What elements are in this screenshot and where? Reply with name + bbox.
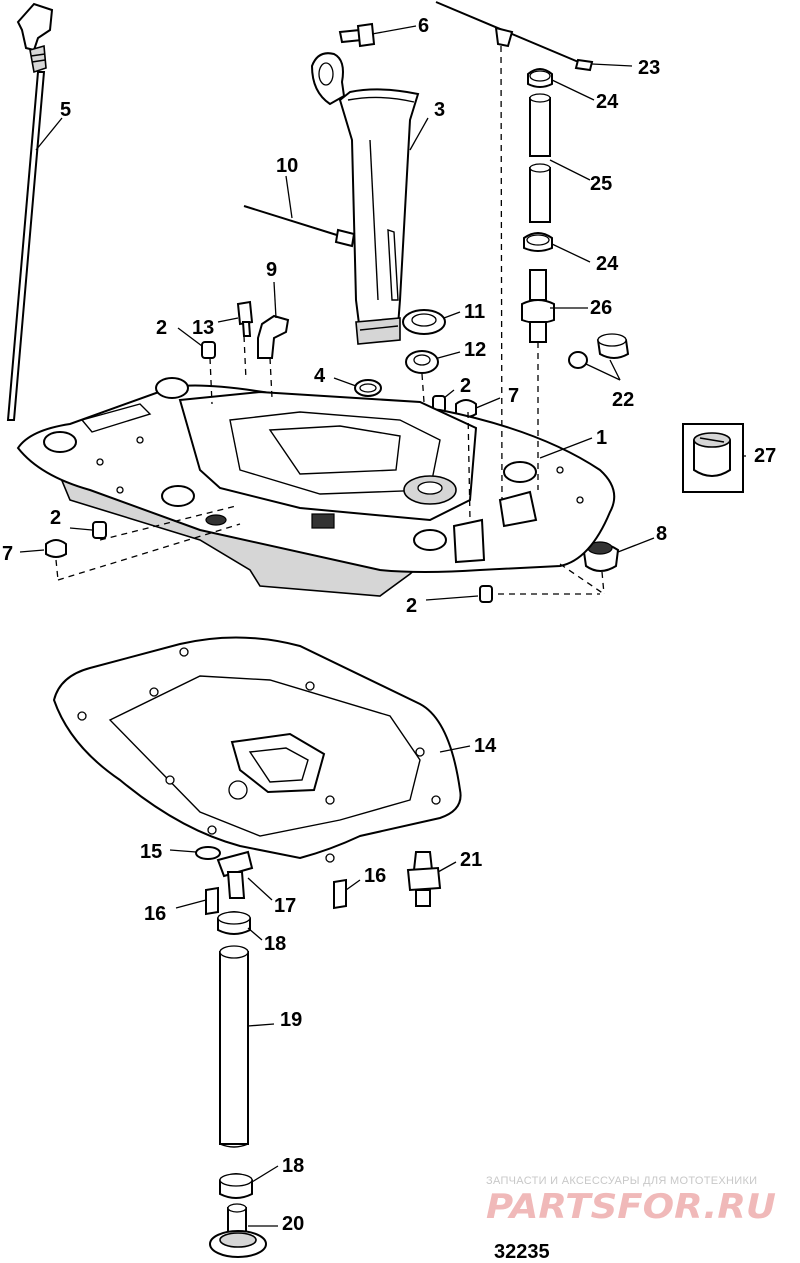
part-hose-upper — [529, 93, 551, 157]
callout-1: 1 — [596, 427, 607, 449]
callout-2: 2 — [460, 375, 471, 397]
figure-number: 32235 — [494, 1241, 550, 1263]
part-27-inset — [682, 423, 744, 493]
watermark-tagline: ЗАПЧАСТИ И АКСЕССУАРЫ ДЛЯ МОТОТЕХНИКИ — [486, 1175, 757, 1187]
callout-6: 6 — [418, 15, 429, 37]
callout-15: 15 — [140, 841, 162, 863]
callout-25: 25 — [590, 173, 612, 195]
callout-2: 2 — [406, 595, 417, 617]
part-grommet-20 — [209, 1203, 267, 1258]
part-o-ring-4 — [354, 379, 382, 397]
part-clamp-18-upper — [217, 911, 251, 935]
watermark: ЗАПЧАСТИ И АКСЕССУАРЫ ДЛЯ МОТОТЕХНИКИ PA… — [486, 1175, 776, 1227]
part-hose-lower — [529, 163, 551, 223]
callout-12: 12 — [464, 339, 486, 361]
callout-10: 10 — [276, 155, 298, 177]
callout-18: 18 — [282, 1155, 304, 1177]
part-hose-clamp-lower — [523, 232, 553, 252]
alignment-lines — [55, 45, 605, 595]
callout-3: 3 — [434, 99, 445, 121]
callout-7: 7 — [508, 385, 519, 407]
part-dipstick — [6, 2, 54, 421]
callout-8: 8 — [656, 523, 667, 545]
callout-9: 9 — [266, 259, 277, 281]
part-hose-fitting-26 — [521, 269, 555, 343]
callout-16: 16 — [364, 865, 386, 887]
callout-17: 17 — [274, 895, 296, 917]
callout-19: 19 — [280, 1009, 302, 1031]
callout-16: 16 — [144, 903, 166, 925]
callout-18: 18 — [264, 933, 286, 955]
part-plug-22 — [568, 333, 630, 369]
callout-21: 21 — [460, 849, 482, 871]
callout-27: 27 — [754, 445, 776, 467]
callout-14: 14 — [474, 735, 497, 757]
part-o-ring-15 — [195, 846, 221, 860]
part-plug-8 — [582, 541, 620, 572]
part-elbow-9 — [257, 314, 290, 359]
callout-4: 4 — [314, 365, 326, 387]
part-clamp-18-lower — [219, 1173, 253, 1199]
callout-5: 5 — [60, 99, 71, 121]
callout-22: 22 — [612, 389, 634, 411]
part-bolt-13 — [236, 300, 254, 337]
part-plugs-7 — [45, 399, 477, 558]
part-cable-tie-23 — [435, 1, 594, 72]
callout-11: 11 — [464, 301, 485, 323]
callout-24: 24 — [596, 91, 619, 113]
part-water-tube-19 — [219, 945, 249, 1148]
callout-2: 2 — [50, 507, 61, 529]
part-seal-11 — [402, 309, 446, 335]
part-adapter-plate — [16, 377, 616, 597]
watermark-logo: PARTSFOR.RU — [486, 1187, 776, 1227]
part-bolts-16 — [205, 878, 347, 916]
part-dowel-pins — [92, 341, 493, 603]
part-dipstick-tube — [310, 52, 420, 345]
leader-lines — [19, 25, 746, 1227]
callout-24: 24 — [596, 253, 619, 275]
part-hose-clamp-upper — [527, 68, 553, 88]
callout-2: 2 — [156, 317, 167, 339]
part-tube-adapter-17 — [216, 850, 254, 899]
part-fitting-21 — [406, 851, 442, 907]
callout-20: 20 — [282, 1213, 304, 1235]
callout-7: 7 — [2, 543, 13, 565]
callout-23: 23 — [638, 57, 660, 79]
part-bolt-6 — [338, 22, 376, 48]
callout-26: 26 — [590, 297, 612, 319]
callout-labels: 1 2 2 2 2 3 4 5 6 7 7 8 9 10 11 12 13 14… — [2, 15, 776, 1235]
part-gasket-14 — [52, 636, 462, 863]
part-tie-strap-10 — [243, 205, 356, 248]
part-grommet-12 — [405, 350, 439, 374]
callout-13: 13 — [192, 317, 214, 339]
